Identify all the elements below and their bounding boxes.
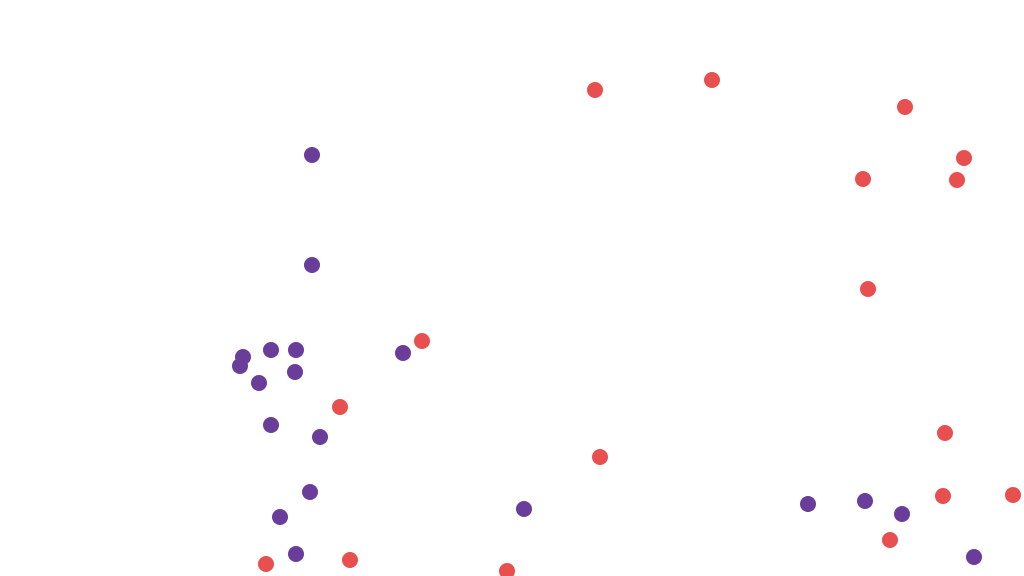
scatter-point-s1-8 — [332, 399, 348, 415]
scatter-point-s1-13 — [882, 532, 898, 548]
scatter-point-s0-11 — [302, 484, 318, 500]
scatter-point-s1-10 — [937, 425, 953, 441]
scatter-point-s1-4 — [855, 171, 871, 187]
scatter-point-s0-12 — [272, 509, 288, 525]
scatter-point-s0-8 — [251, 375, 267, 391]
scatter-point-s0-18 — [966, 549, 982, 565]
scatter-point-s0-5 — [395, 345, 411, 361]
scatter-point-s1-5 — [949, 172, 965, 188]
series-0 — [232, 147, 982, 565]
scatter-point-s1-16 — [499, 563, 515, 576]
scatter-point-s0-1 — [304, 257, 320, 273]
scatter-point-s1-6 — [860, 281, 876, 297]
scatter-point-s0-0 — [304, 147, 320, 163]
scatter-point-s0-13 — [516, 501, 532, 517]
scatter-point-s0-16 — [857, 493, 873, 509]
scatter-point-s1-15 — [342, 552, 358, 568]
scatter-point-s1-7 — [414, 333, 430, 349]
series-1 — [258, 72, 1021, 576]
scatter-point-s0-6 — [232, 358, 248, 374]
scatter-point-s1-11 — [935, 488, 951, 504]
scatter-point-s0-4 — [288, 342, 304, 358]
scatter-point-s1-3 — [956, 150, 972, 166]
scatter-point-s1-1 — [704, 72, 720, 88]
scatter-marks — [232, 72, 1021, 576]
scatter-point-s0-14 — [288, 546, 304, 562]
scatter-point-s0-7 — [287, 364, 303, 380]
scatter-point-s0-10 — [312, 429, 328, 445]
scatter-point-s1-0 — [587, 82, 603, 98]
scatter-point-s1-14 — [258, 556, 274, 572]
scatter-point-s0-17 — [894, 506, 910, 522]
scatter-point-s0-15 — [800, 496, 816, 512]
scatter-point-s1-9 — [592, 449, 608, 465]
scatter-point-s0-3 — [263, 342, 279, 358]
scatter-point-s1-12 — [1005, 487, 1021, 503]
scatter-point-s1-2 — [897, 99, 913, 115]
scatter-point-s0-9 — [263, 417, 279, 433]
